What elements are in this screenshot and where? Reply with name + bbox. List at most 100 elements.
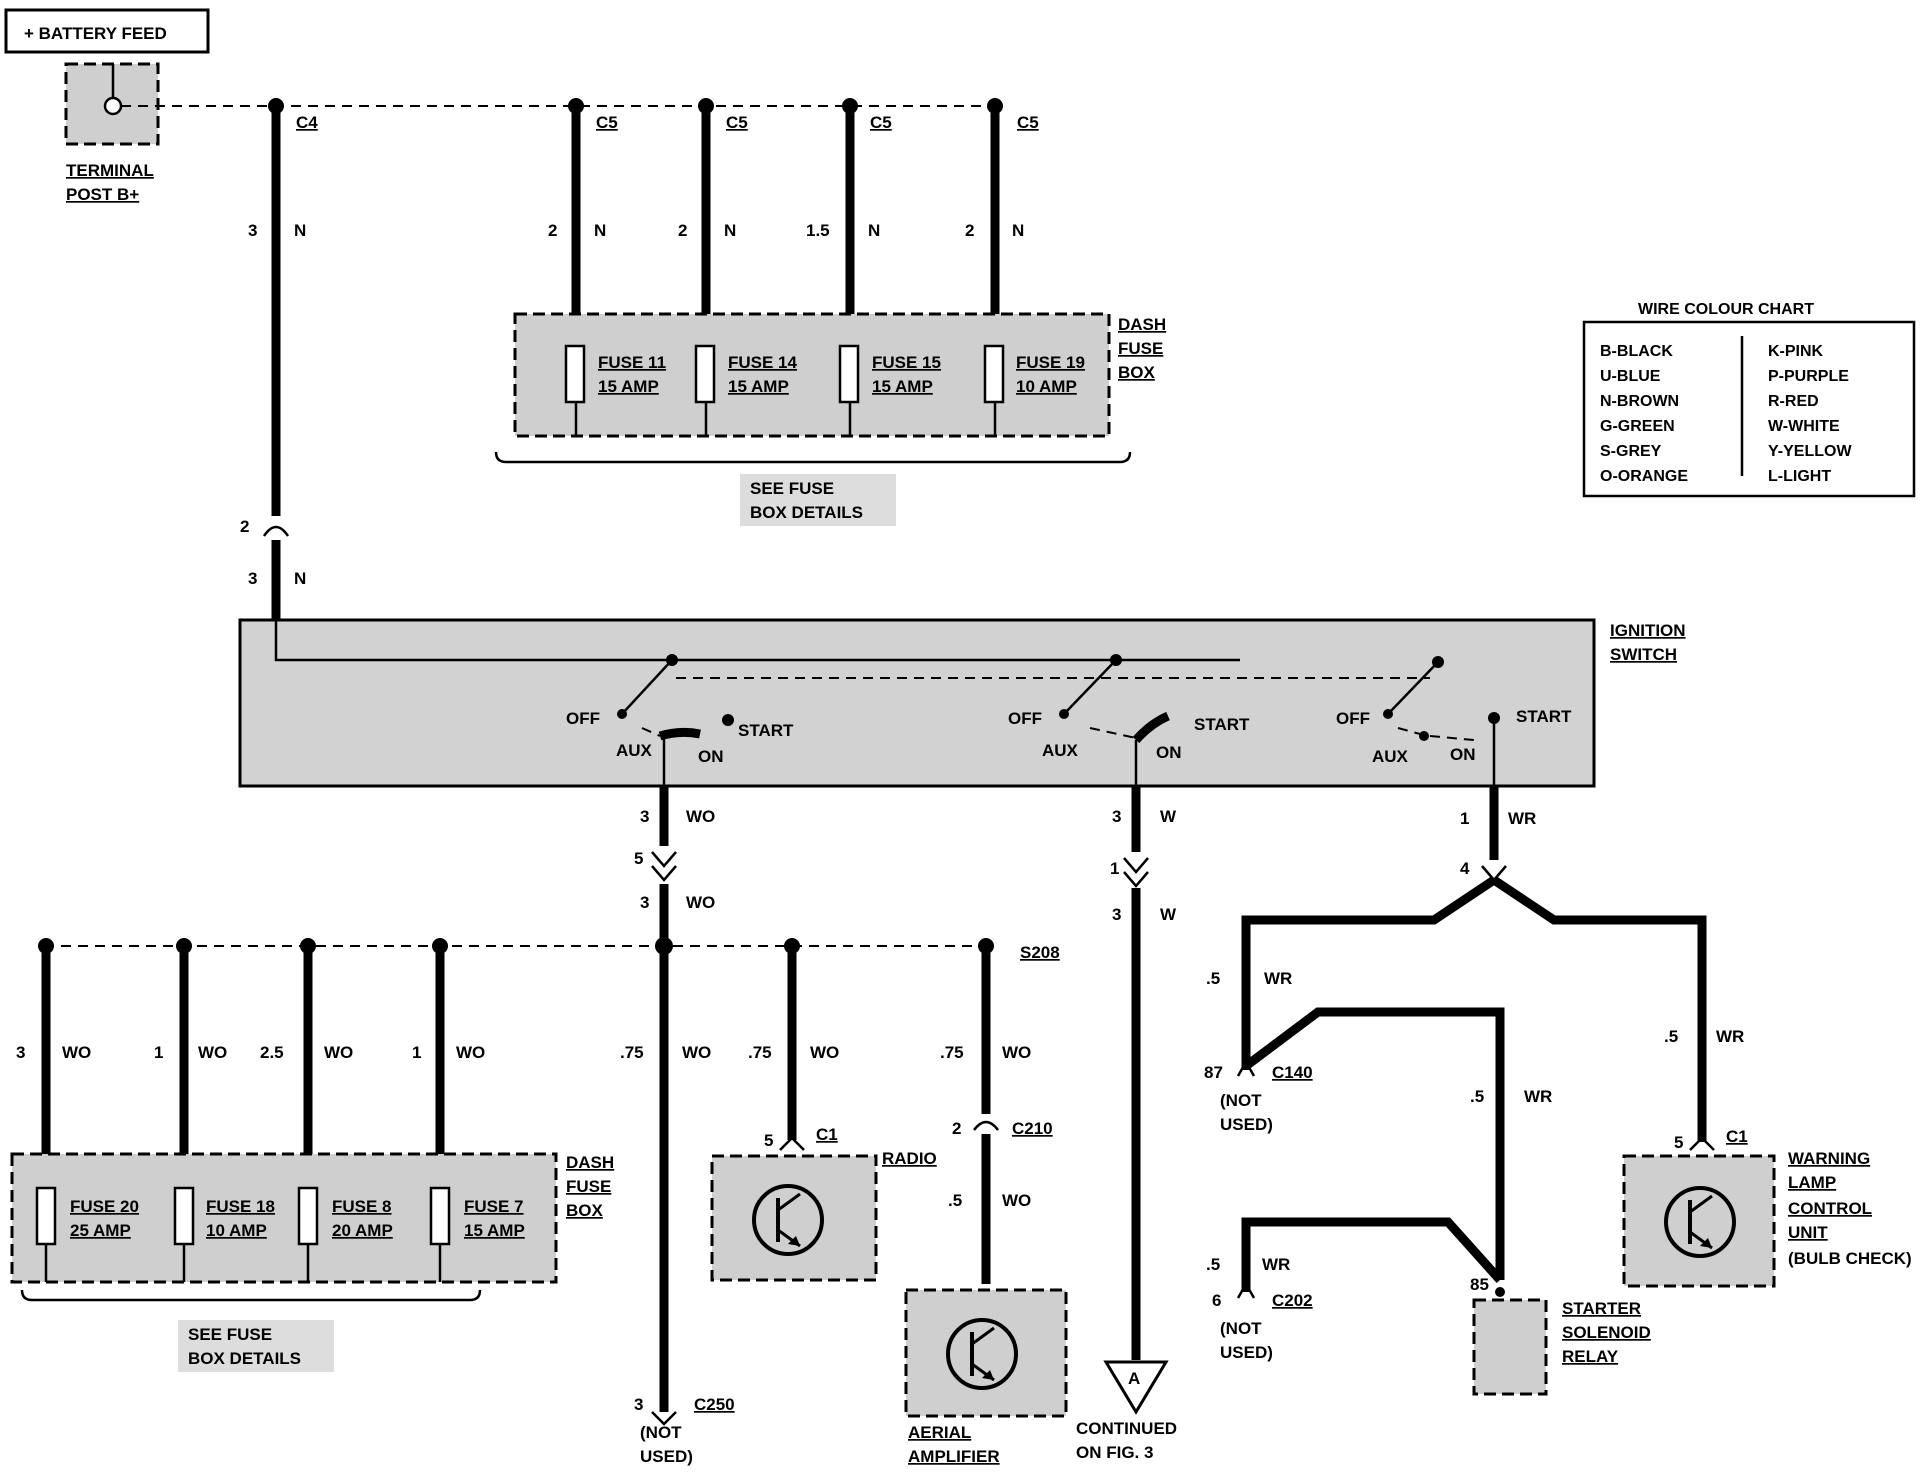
sw3-off: OFF: [1336, 709, 1370, 728]
top-fuse-wires: [568, 98, 1003, 314]
continued-text-1: CONTINUED: [1076, 1419, 1177, 1438]
colour-o: O-ORANGE: [1600, 468, 1688, 485]
w-connector: [1123, 857, 1149, 874]
continued-arrow: A: [1103, 1360, 1169, 1415]
wire-fuse14-gauge: 2: [678, 221, 687, 240]
radio-unit: [710, 1154, 878, 1282]
bw-3-color: WO: [456, 1043, 485, 1062]
colour-l: L-LIGHT: [1768, 468, 1831, 485]
warning-lamp-control-unit: [1622, 1154, 1776, 1288]
continued-text-2: ON FIG. 3: [1076, 1443, 1153, 1462]
fuse-19-name: FUSE 19: [1016, 353, 1085, 372]
top-see-fuse-bg: [740, 474, 896, 526]
bw-2-color: WO: [324, 1043, 353, 1062]
colour-r: R-RED: [1768, 393, 1819, 410]
top-see-fuse-2: BOX DETAILS: [750, 503, 863, 522]
ignition-switch-label-1: IGNITION: [1610, 621, 1686, 640]
terminal-post: TERMINAL POST B+: [64, 62, 160, 204]
colour-k: K-PINK: [1768, 343, 1824, 360]
wire-fuse15-color: N: [868, 221, 880, 240]
radio-label: RADIO: [882, 1149, 937, 1168]
relay-label-1: STARTER: [1562, 1299, 1641, 1318]
wire-colour-chart: WIRE COLOUR CHART B-BLACK U-BLUE N-BROWN…: [1582, 301, 1916, 498]
fuse-18-name: FUSE 18: [206, 1197, 275, 1216]
wlcu-label-5: (BULB CHECK): [1788, 1249, 1912, 1268]
bw-2-gauge: 2.5: [260, 1043, 284, 1062]
fuse-8-name: FUSE 8: [332, 1197, 392, 1216]
aerial-amplifier: [904, 1288, 1068, 1418]
bw-0-color: WO: [62, 1043, 91, 1062]
c250-label: C250: [694, 1395, 735, 1414]
wr-right-color: WR: [1716, 1027, 1744, 1046]
c5-label-4: C5: [1017, 113, 1039, 132]
wo-bottom-gauge: 3: [640, 893, 649, 912]
c140-not-used-2: USED): [1220, 1115, 1273, 1134]
c210-pin: 2: [952, 1119, 961, 1138]
wire-wr-left: [1241, 876, 1497, 1070]
fuse-8-rating: 20 AMP: [332, 1221, 393, 1240]
wr-top-color: WR: [1508, 809, 1536, 828]
wo-pin: 5: [634, 849, 643, 868]
ign-color: N: [294, 569, 306, 588]
wr-mid-color: WR: [1524, 1087, 1552, 1106]
bw-4-gauge: .75: [620, 1043, 644, 1062]
bw-6-gauge: .75: [940, 1043, 964, 1062]
c250-connector: [651, 1411, 677, 1426]
c4-connector-pin: [262, 525, 290, 537]
c140-label: C140: [1272, 1063, 1313, 1082]
fuse-11-name: FUSE 11: [598, 353, 666, 372]
sw1-off: OFF: [566, 709, 600, 728]
colour-y: Y-YELLOW: [1768, 443, 1852, 460]
bw-6-color: WO: [1002, 1043, 1031, 1062]
wo-bottom-color: WO: [686, 893, 715, 912]
pin-6: 6: [1212, 1291, 1221, 1310]
colour-n: N-BROWN: [1600, 393, 1679, 410]
top-see-fuse-1: SEE FUSE: [750, 479, 834, 498]
c5-label-1: C5: [596, 113, 618, 132]
bottom-dash-fuse-box: [10, 1152, 558, 1284]
fuse-20-rating: 25 AMP: [70, 1221, 131, 1240]
wr-pin: 4: [1460, 859, 1470, 878]
colour-p: P-PURPLE: [1768, 368, 1849, 385]
bw-1-gauge: 1: [154, 1043, 163, 1062]
fuse-7-name: FUSE 7: [464, 1197, 524, 1216]
wire-fuse15-gauge: 1.5: [806, 221, 830, 240]
starter-solenoid-relay: [1472, 1287, 1548, 1396]
w-top-color: W: [1160, 807, 1177, 826]
bw-5-gauge: .75: [748, 1043, 772, 1062]
aerial-color: WO: [1002, 1191, 1031, 1210]
fuse-19-rating: 10 AMP: [1016, 377, 1077, 396]
w-bottom-color: W: [1160, 905, 1177, 924]
wlcu-label-2: LAMP: [1788, 1173, 1836, 1192]
colour-g: G-GREEN: [1600, 418, 1675, 435]
bw-3-gauge: 1: [412, 1043, 421, 1062]
relay-label-2: SOLENOID: [1562, 1323, 1651, 1342]
wire-wr-right: [1491, 876, 1707, 1142]
aerial-label-2: AMPLIFIER: [908, 1447, 1000, 1466]
colour-u: U-BLUE: [1600, 368, 1661, 385]
wire-fuse11-color: N: [594, 221, 606, 240]
aerial-gauge: .5: [948, 1191, 962, 1210]
bottom-fuse-bracket: [20, 1289, 482, 1302]
battery-feed-label: + BATTERY FEED: [24, 24, 167, 43]
fuse-14-rating: 15 AMP: [728, 377, 789, 396]
w-bottom-gauge: 3: [1112, 905, 1121, 924]
wlcu-label-4: UNIT: [1788, 1223, 1828, 1242]
c202-label: C202: [1272, 1291, 1313, 1310]
top-dash-label-3: BOX: [1118, 363, 1156, 382]
c250-not-used-1: (NOT: [640, 1423, 682, 1442]
bottom-dash-label-2: FUSE: [566, 1177, 611, 1196]
wr-top-gauge: 1: [1460, 809, 1469, 828]
fuse-7-rating: 15 AMP: [464, 1221, 525, 1240]
wo-connector: [651, 851, 677, 868]
wr-left-gauge: .5: [1206, 969, 1220, 988]
wlcu-c1: C1: [1726, 1127, 1748, 1146]
c210-label: C210: [1012, 1119, 1053, 1138]
top-dash-label-1: DASH: [1118, 315, 1166, 334]
wlcu-label-1: WARNING: [1788, 1149, 1870, 1168]
wire-wr-c202: [1241, 1217, 1504, 1292]
fuse-14-name: FUSE 14: [728, 353, 798, 372]
colour-w: W-WHITE: [1768, 418, 1840, 435]
w-pin: 1: [1110, 859, 1119, 878]
